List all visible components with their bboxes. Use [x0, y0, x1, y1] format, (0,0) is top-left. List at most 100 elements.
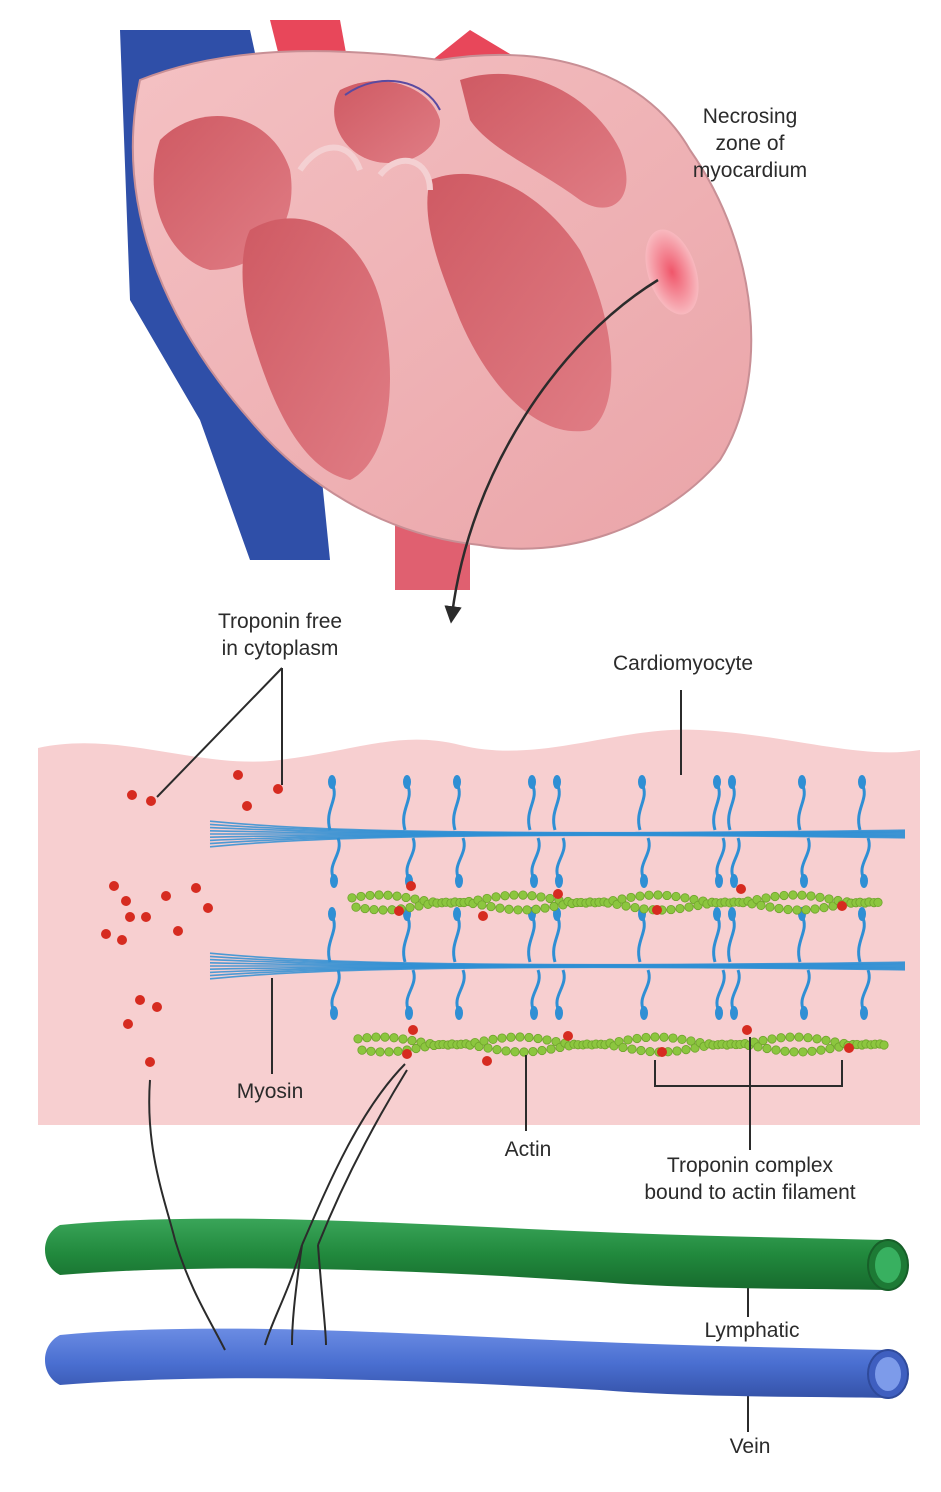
actin-bead [546, 894, 554, 902]
myosin-head [730, 1006, 738, 1020]
myosin-head [553, 775, 561, 789]
troponin-dot [273, 784, 283, 794]
troponin-free-label-line2: in cytoplasm [190, 635, 370, 662]
necrosis-label-line3: myocardium [660, 157, 840, 184]
actin-bead [808, 1047, 816, 1055]
actin-bead [678, 1035, 686, 1043]
actin-bead [381, 1033, 389, 1041]
troponin-dot [742, 1025, 752, 1035]
actin-bead [685, 903, 693, 911]
actin-bead [348, 894, 356, 902]
actin-bead [790, 1048, 798, 1056]
myosin-head [715, 874, 723, 888]
troponin-free-label: Troponin free in cytoplasm [190, 608, 370, 662]
actin-bead [354, 1035, 362, 1043]
actin-bead [645, 891, 653, 899]
actin-bead [793, 906, 801, 914]
actin-bead [393, 892, 401, 900]
actin-bead [493, 1045, 501, 1053]
actin-bead [813, 1035, 821, 1043]
myosin-head [800, 1006, 808, 1020]
troponin-dot [145, 1057, 155, 1067]
actin-bead [802, 906, 810, 914]
myosin-head [713, 775, 721, 789]
actin-bead [361, 904, 369, 912]
actin-bead [376, 1048, 384, 1056]
actin-bead [771, 892, 779, 900]
actin-bead [874, 898, 882, 906]
troponin-dot [173, 926, 183, 936]
troponin-dot [652, 905, 662, 915]
actin-bead [799, 1048, 807, 1056]
actin-bead [489, 1035, 497, 1043]
troponin-dot [233, 770, 243, 780]
actin-bead [543, 1036, 551, 1044]
troponin-dot [135, 995, 145, 1005]
actin-bead [366, 891, 374, 899]
actin-bead [384, 891, 392, 899]
troponin-dot [101, 929, 111, 939]
actin-bead [402, 893, 410, 901]
myosin-head [453, 907, 461, 921]
troponin-dot [125, 912, 135, 922]
myosin-head [798, 775, 806, 789]
cardiomyocyte-body [38, 730, 920, 1125]
actin-bead [759, 1036, 767, 1044]
actin-bead [375, 891, 383, 899]
myosin-head [330, 1006, 338, 1020]
actin-bead [789, 891, 797, 899]
actin-bead [483, 894, 491, 902]
actin-bead [352, 903, 360, 911]
troponin-dot [127, 790, 137, 800]
troponin-dot [109, 881, 119, 891]
actin-bead [817, 1046, 825, 1054]
actin-bead [525, 1033, 533, 1041]
necrosis-label-line1: Necrosing [660, 103, 840, 130]
actin-bead [624, 1036, 632, 1044]
troponin-complex-label-line2: bound to actin filament [615, 1179, 885, 1206]
actin-bead [795, 1033, 803, 1041]
myosin-head [728, 907, 736, 921]
troponin-dot [657, 1047, 667, 1057]
actin-bead [784, 905, 792, 913]
actin-bead [619, 1043, 627, 1051]
myosin-head [455, 874, 463, 888]
myosin-head [858, 775, 866, 789]
troponin-dot [123, 1019, 133, 1029]
actin-bead [766, 903, 774, 911]
troponin-dot [837, 901, 847, 911]
actin-bead [768, 1035, 776, 1043]
troponin-dot [736, 884, 746, 894]
actin-bead [777, 1034, 785, 1042]
actin-bead [682, 1045, 690, 1053]
actin-bead [636, 892, 644, 900]
vein-label-text: Vein [710, 1433, 790, 1460]
myosin-head [555, 1006, 563, 1020]
troponin-dot [482, 1056, 492, 1066]
myosin-head [800, 874, 808, 888]
actin-bead [516, 1033, 524, 1041]
actin-bead [358, 1046, 366, 1054]
myosin-head [403, 775, 411, 789]
actin-bead [633, 1034, 641, 1042]
actin-bead [667, 905, 675, 913]
troponin-dot [394, 906, 404, 916]
actin-bead [363, 1033, 371, 1041]
troponin-dot [117, 935, 127, 945]
actin-bead [763, 1044, 771, 1052]
troponin-dot [844, 1043, 854, 1053]
myosin-head [328, 907, 336, 921]
actin-bead [762, 894, 770, 902]
myosin-head [860, 874, 868, 888]
actin-bead [408, 1036, 416, 1044]
actin-bead [537, 893, 545, 901]
troponin-free-label-line1: Troponin free [190, 608, 370, 635]
actin-bead [390, 1034, 398, 1042]
myosin-label-text: Myosin [215, 1078, 325, 1105]
actin-bead [672, 892, 680, 900]
actin-bead [780, 891, 788, 899]
troponin-dot [553, 889, 563, 899]
actin-bead [394, 1047, 402, 1055]
